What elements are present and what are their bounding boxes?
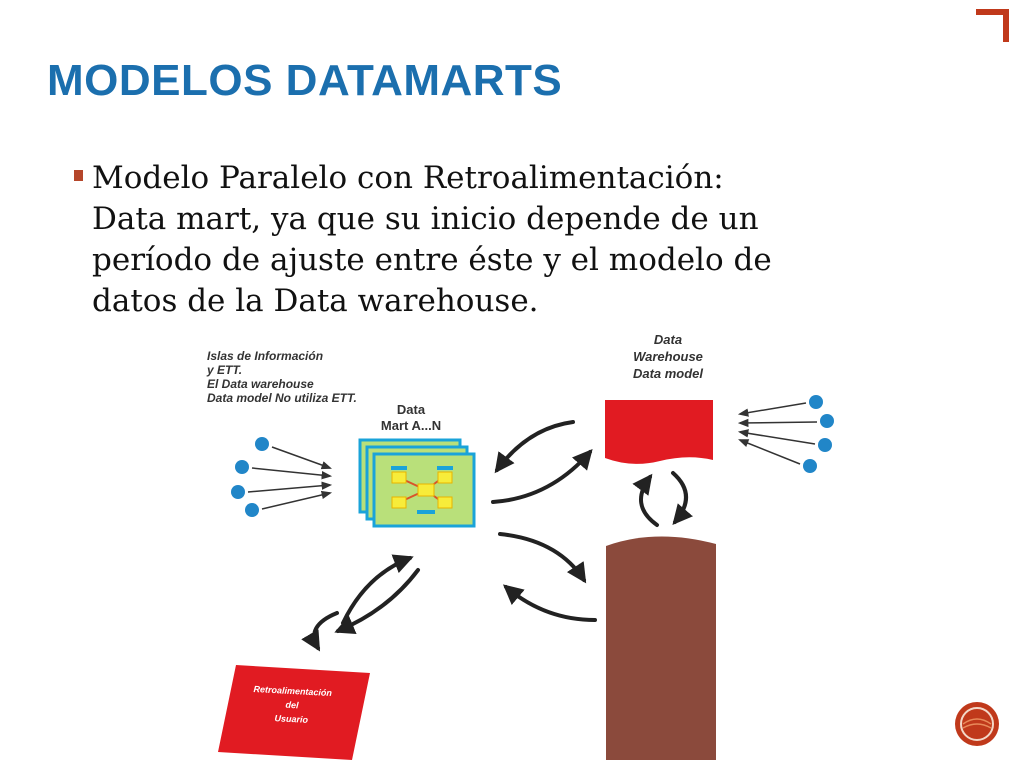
note-line: Islas de Información bbox=[207, 349, 324, 363]
arrow-feedback-curl bbox=[301, 611, 339, 652]
source-dot bbox=[245, 503, 259, 517]
note-line: El Data warehouse bbox=[207, 377, 314, 391]
source-dot bbox=[231, 485, 245, 499]
note-line: y ETT. bbox=[207, 363, 243, 377]
note-line: Data model No utiliza ETT. bbox=[207, 391, 357, 405]
schema-node bbox=[437, 471, 453, 484]
data-mart-label-line: Mart A...N bbox=[380, 418, 442, 433]
data-warehouse-label-line: Data model bbox=[632, 366, 704, 381]
source-dot bbox=[803, 459, 817, 473]
source-dot bbox=[820, 414, 834, 428]
arrow-db-to-datamart bbox=[502, 584, 597, 622]
database-cylinder bbox=[606, 536, 716, 760]
schema-node bbox=[417, 483, 435, 497]
slide-title: MODELOS DATAMARTS bbox=[47, 56, 563, 105]
data-mart-schema bbox=[391, 466, 453, 514]
source-dot bbox=[818, 438, 832, 452]
note-islas-ett: Islas de Información y ETT. El Data ware… bbox=[207, 349, 407, 405]
bullet-marker-icon bbox=[74, 170, 83, 181]
feedback-box bbox=[218, 665, 370, 760]
data-mart-label-line: Data bbox=[396, 402, 426, 417]
slide-nav-button[interactable] bbox=[953, 700, 1001, 748]
corner-bracket-icon bbox=[976, 9, 1009, 42]
data-mart-stack bbox=[358, 438, 476, 528]
arrow-dw-db-sync-up bbox=[632, 473, 659, 527]
round-nav-button-icon bbox=[955, 702, 999, 746]
arrow-datamart-to-db bbox=[498, 532, 587, 584]
data-warehouse-box bbox=[605, 400, 713, 464]
bullet-item: Modelo Paralelo con Retroalimentación: D… bbox=[74, 158, 874, 322]
schema-node bbox=[391, 471, 407, 484]
arrow-feedback-to-datamart bbox=[341, 554, 414, 625]
right-source-dots bbox=[803, 395, 834, 473]
arrow-datamart-to-feedback bbox=[334, 568, 420, 635]
data-warehouse-label-line: Data bbox=[653, 332, 683, 347]
source-dot bbox=[235, 460, 249, 474]
arrow-datamart-to-dw bbox=[491, 448, 593, 504]
right-source-arrows bbox=[737, 402, 818, 465]
feedback-label: Retroalimentación del Usuario bbox=[235, 681, 349, 729]
left-source-arrows bbox=[247, 446, 333, 510]
data-mart-label: Data Mart A...N bbox=[376, 402, 446, 434]
datamart-diagram bbox=[218, 395, 834, 760]
bullet-text: Modelo Paralelo con Retroalimentación: D… bbox=[92, 160, 772, 319]
arrow-dw-db-sync-down bbox=[671, 471, 693, 526]
schema-node bbox=[437, 496, 453, 509]
schema-node bbox=[391, 496, 407, 509]
left-source-dots bbox=[231, 437, 269, 517]
source-dot bbox=[255, 437, 269, 451]
data-warehouse-label: Data Warehouse Data model bbox=[608, 331, 728, 382]
flow-arrows bbox=[301, 420, 693, 652]
source-dot bbox=[809, 395, 823, 409]
data-warehouse-label-line: Warehouse bbox=[633, 349, 703, 364]
arrow-dw-to-datamart bbox=[494, 420, 575, 474]
